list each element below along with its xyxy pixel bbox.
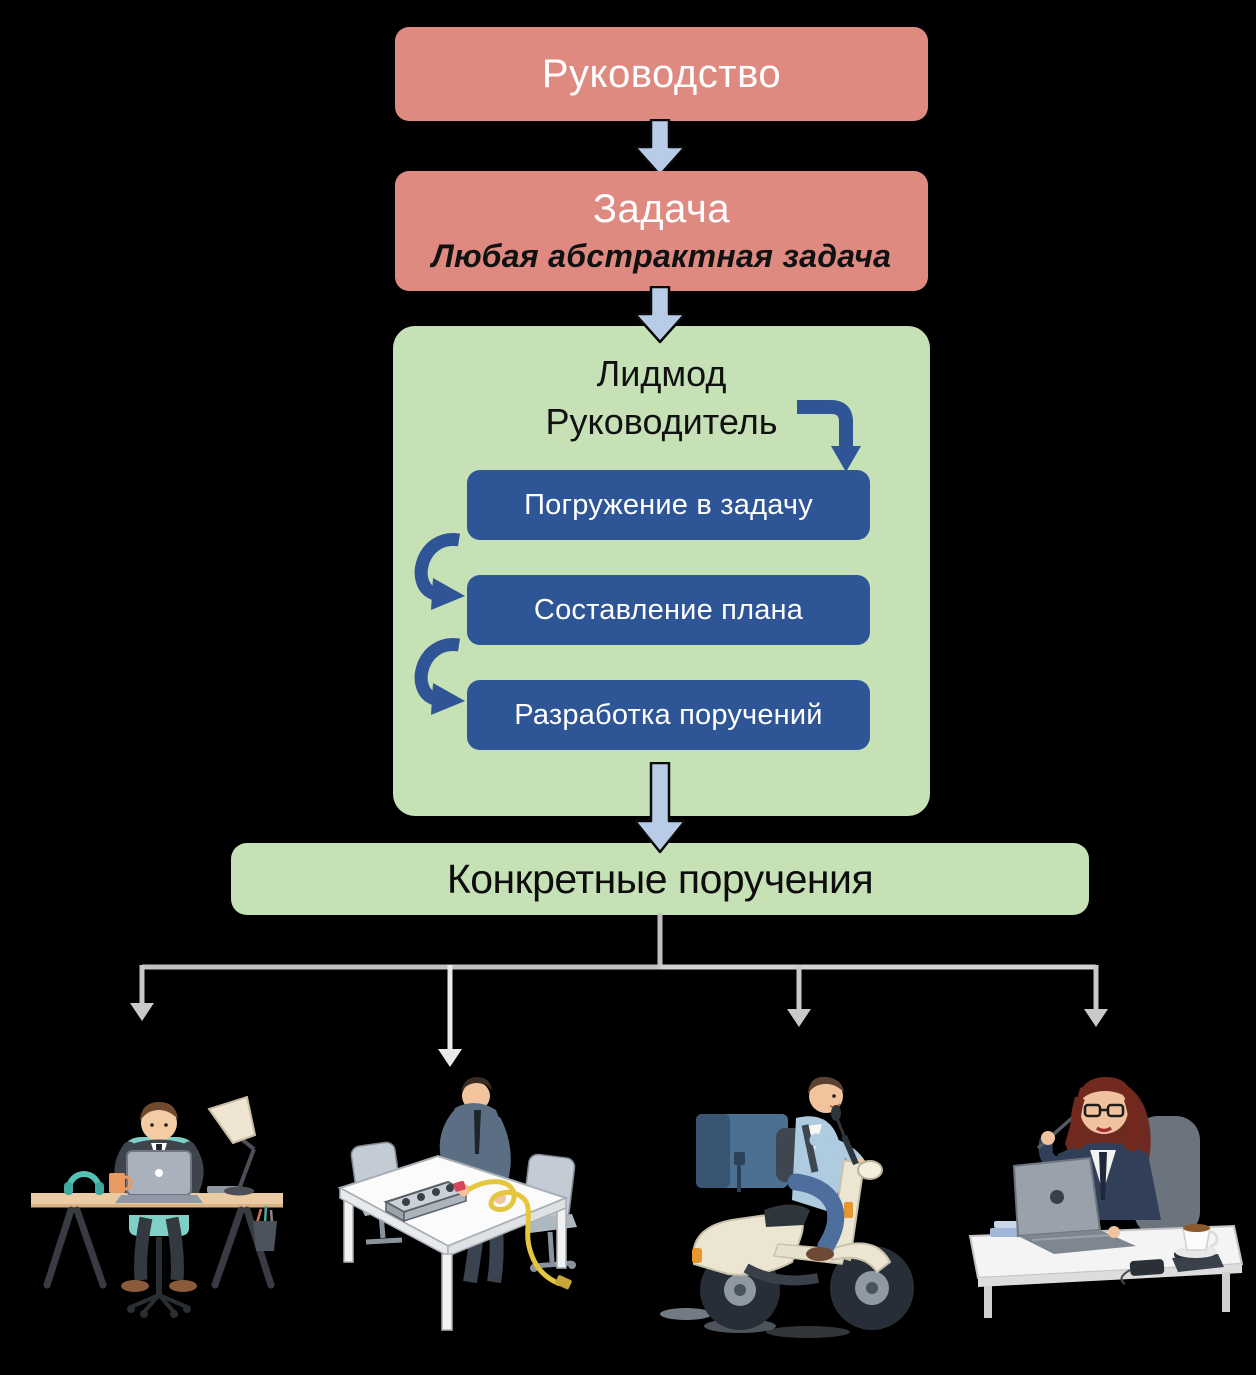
pen-cup-icon xyxy=(253,1205,277,1251)
laptop-icon xyxy=(1012,1156,1136,1254)
management-label: Руководство xyxy=(541,51,782,96)
smartphone-icon xyxy=(1120,1259,1165,1285)
assignments-node: Конкретные поручения xyxy=(231,843,1089,915)
glasses-icon xyxy=(1083,1103,1125,1118)
loop-arrow-icon xyxy=(414,638,465,715)
laptop-icon xyxy=(115,1150,203,1203)
step-label: Погружение в задачу xyxy=(524,488,813,521)
step-label: Разработка поручений xyxy=(514,698,823,731)
task-node: Задача Любая абстрактная задача xyxy=(395,171,928,291)
management-node: Руководство xyxy=(395,27,928,121)
employee-at-desk-illustration xyxy=(31,1095,283,1318)
leader-node: Лидмод Руководитель Погружение в задачу … xyxy=(393,326,930,816)
employee-cable-table-illustration xyxy=(337,1077,577,1331)
step-label: Составление плана xyxy=(533,593,804,626)
power-strip-icon xyxy=(383,1180,469,1223)
delivery-box-icon xyxy=(696,1114,788,1192)
step-node-plan: Составление плана xyxy=(467,575,870,645)
branch-connector xyxy=(130,913,1108,1067)
courier-scooter-illustration xyxy=(660,1076,914,1338)
loop-arrow-icon xyxy=(414,533,465,610)
elbow-arrow-icon xyxy=(797,400,861,472)
headphones-icon xyxy=(64,1171,104,1195)
leader-title-line1: Лидмод xyxy=(596,353,727,394)
cable-icon xyxy=(453,1179,572,1290)
coffee-mug-icon xyxy=(109,1173,133,1193)
assignments-label: Конкретные поручения xyxy=(446,855,874,902)
leader-title: Лидмод Руководитель xyxy=(393,350,930,445)
leader-title-line2: Руководитель xyxy=(545,400,778,442)
down-arrow-icon xyxy=(633,286,687,344)
down-arrow-icon xyxy=(633,119,687,177)
step-node-assignments-dev: Разработка поручений xyxy=(467,680,870,750)
task-title: Задача xyxy=(592,187,731,231)
step-node-immersion: Погружение в задачу xyxy=(467,470,870,540)
manager-at-desk-illustration xyxy=(968,1077,1244,1318)
down-arrow-icon xyxy=(633,762,687,854)
task-subtitle: Любая абстрактная задача xyxy=(431,238,892,274)
coffee-cup-icon xyxy=(1175,1224,1219,1258)
desk-lamp-icon xyxy=(207,1095,257,1196)
